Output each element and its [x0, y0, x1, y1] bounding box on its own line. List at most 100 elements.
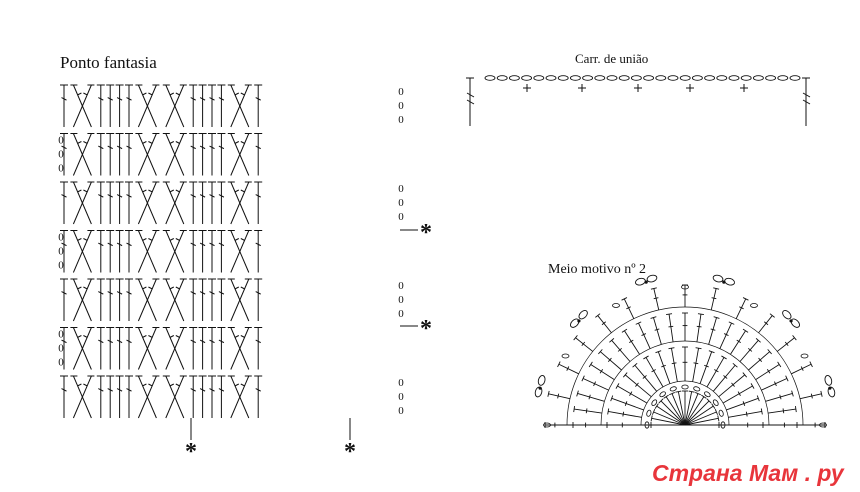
pattern-row: 000 [58, 133, 263, 176]
stitch-cap [792, 335, 797, 341]
stitch-bar [628, 339, 634, 344]
stitch-bar [802, 92, 811, 98]
stitch-bar [126, 97, 132, 101]
stitch-cap [756, 395, 760, 402]
joining-round-title: Carr. de união [575, 51, 648, 66]
stitch-bar [466, 99, 475, 105]
stitch-bar [148, 189, 153, 193]
stitch-bar [175, 189, 181, 193]
crossed-stitch-b [230, 84, 250, 128]
chain-oval [712, 274, 724, 283]
stitch-bar [255, 194, 261, 198]
radial-stitch [617, 385, 648, 404]
stitch-bar [190, 242, 196, 247]
stitch-bar [107, 388, 113, 392]
stitch-bar [199, 145, 206, 150]
chain-oval [789, 75, 801, 81]
pattern-row: 000 [60, 375, 404, 419]
slip-stitch-dot [789, 319, 793, 323]
crossed-stitch-b [72, 327, 92, 370]
motif-round [650, 390, 720, 428]
stitch-cap [769, 313, 775, 318]
chain-oval [561, 353, 570, 359]
stitch-bar [148, 335, 153, 338]
pattern-row: 000 [60, 181, 404, 225]
chain-stitch: 0 [398, 114, 404, 126]
stitch-cap [688, 390, 695, 393]
chain-stitch: 0 [58, 232, 64, 244]
crossed-stitch-b [137, 181, 157, 225]
pattern-row: 000 [60, 84, 404, 128]
radial-stitch [719, 322, 732, 349]
radial-stitch [671, 348, 678, 382]
stitch-cap [663, 394, 669, 399]
stitch-bar [175, 238, 181, 241]
stitch-bar [175, 92, 181, 96]
stitch-cap [760, 408, 763, 415]
stitch-bar [77, 383, 82, 387]
radial-stitch [710, 288, 717, 311]
crossed-stitch-b [72, 181, 92, 225]
radial-stitch [590, 364, 615, 380]
stitch-cap [721, 355, 727, 360]
stitch-bar [77, 141, 82, 144]
radial-stitch [684, 411, 717, 426]
stitch-bar [126, 145, 132, 150]
stitch-bar [800, 366, 804, 371]
stitch-cap [697, 313, 704, 316]
radial-stitch [706, 357, 725, 388]
chain-oval [484, 75, 496, 81]
stitch-cap [713, 287, 720, 290]
chain-oval [777, 75, 789, 81]
chain-stitch: 0 [398, 391, 404, 403]
chain-oval [704, 75, 716, 81]
radial-stitch [765, 393, 793, 402]
radial-stitch [577, 393, 605, 402]
chain-oval [618, 75, 630, 81]
stitch-cap [777, 361, 782, 368]
stitch-cap [588, 361, 593, 368]
stitch-bar [693, 362, 699, 365]
stitch-bar [629, 391, 633, 396]
radial-stitch [671, 393, 686, 426]
watermark-logo: Страна Мам . ру Страна Мам . ру [650, 458, 848, 489]
picot-loop [570, 310, 588, 328]
stitch-bar [763, 321, 769, 326]
stitch-bar [199, 339, 206, 344]
chain-oval [750, 303, 758, 308]
chain-oval [537, 375, 546, 386]
stitch-bar [723, 375, 728, 379]
stitch-bar [557, 393, 560, 399]
stitch-bar [83, 335, 88, 338]
radial-stitch [684, 417, 719, 426]
stitch-bar [218, 145, 225, 150]
stitch-bar [169, 189, 175, 193]
stitch-bar [190, 339, 196, 344]
stitch-bar [83, 383, 88, 387]
stitch-cap [791, 390, 794, 397]
chain-oval [716, 75, 728, 81]
radial-stitch [728, 411, 762, 418]
stitch-cap [695, 392, 701, 396]
chain-oval [578, 310, 588, 320]
stitch-cap [767, 349, 772, 355]
stitch-cap [742, 297, 749, 301]
stitch-cap [732, 362, 738, 368]
stitch-bar [190, 388, 196, 392]
radial-stitch [608, 411, 642, 418]
stitch-bar [61, 145, 67, 150]
stitch-bar [77, 335, 82, 338]
crossed-stitch-b [230, 230, 250, 273]
half-motif-chart [534, 274, 836, 429]
chain-oval [740, 75, 752, 81]
stitch-cap [701, 394, 707, 399]
radial-stitch [660, 400, 686, 426]
motif-round [606, 346, 764, 428]
crossed-stitch-b [230, 278, 250, 322]
chain-stitch: 0 [58, 329, 64, 341]
stitch-bar [148, 141, 153, 144]
stitch-bar [731, 382, 735, 387]
stitch-bar [199, 242, 206, 247]
stitch-bar [83, 141, 88, 144]
radial-stitch [708, 317, 717, 345]
